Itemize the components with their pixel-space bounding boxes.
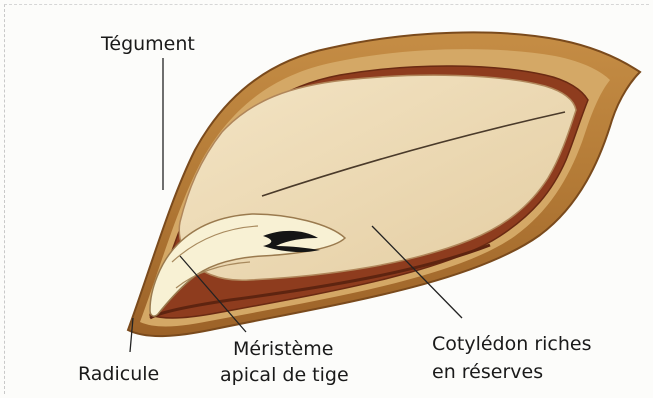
label-meristeme-line2: apical de tige <box>220 364 349 386</box>
label-cotyledon-line2: en réserves <box>432 361 543 383</box>
label-meristeme-line1: Méristème <box>233 338 333 360</box>
label-tegument: Tégument <box>100 33 195 55</box>
label-cotyledon-line1: Cotylédon riches <box>432 333 592 355</box>
label-radicule: Radicule <box>78 363 159 385</box>
